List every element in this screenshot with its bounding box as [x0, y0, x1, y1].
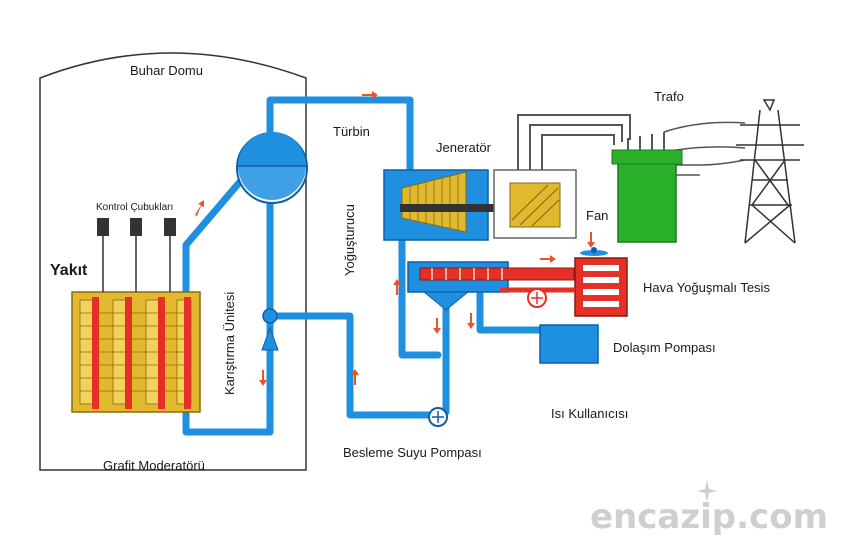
label-circulation-pump: Dolaşım Pompası	[613, 340, 716, 355]
label-steam-dome: Buhar Domu	[130, 63, 203, 78]
circulation-pump	[539, 324, 599, 364]
transformer	[611, 132, 700, 243]
flow-arrows	[195, 91, 595, 386]
control-rods	[97, 218, 176, 292]
watermark-logo: encazip.com	[590, 480, 828, 537]
label-mixing-unit: Karıştırma Ünitesi	[222, 292, 237, 395]
condenser	[407, 261, 575, 311]
power-cables	[517, 114, 631, 170]
mixing-unit-node	[262, 308, 278, 324]
label-feedwater-pump: Besleme Suyu Pompası	[343, 445, 482, 460]
label-graphite-moderator: Grafit Moderatörü	[103, 458, 205, 473]
label-condenser: Yoğuşturucu	[342, 204, 357, 276]
fuel-rod	[125, 297, 132, 409]
label-fuel: Yakıt	[50, 262, 88, 279]
power-pylon	[736, 99, 804, 244]
label-air-condenser-plant: Hava Yoğuşmalı Tesis	[643, 280, 770, 295]
label-transformer: Trafo	[654, 89, 684, 104]
label-heat-user: Isı Kullanıcısı	[551, 406, 628, 421]
fuel-rod	[184, 297, 191, 409]
pipe-network	[182, 96, 544, 436]
air-cooled-condenser	[500, 257, 628, 317]
feedwater-pump	[428, 407, 448, 427]
label-control-rods: Kontrol Çubukları	[96, 202, 173, 213]
turbine-shaft	[400, 204, 530, 212]
generator	[493, 169, 577, 239]
fuel-rod	[92, 297, 99, 409]
fan-icon	[580, 247, 608, 256]
label-fan: Fan	[586, 208, 608, 223]
label-generator: Jeneratör	[436, 140, 492, 155]
transmission-lines	[663, 121, 746, 166]
fuel-rod	[158, 297, 165, 409]
mixing-flow-icon	[261, 326, 279, 351]
watermark-text: encazip.com	[590, 497, 828, 537]
label-turbine: Türbin	[333, 124, 370, 139]
reactor-core	[71, 291, 201, 413]
steam-drum	[236, 132, 308, 204]
